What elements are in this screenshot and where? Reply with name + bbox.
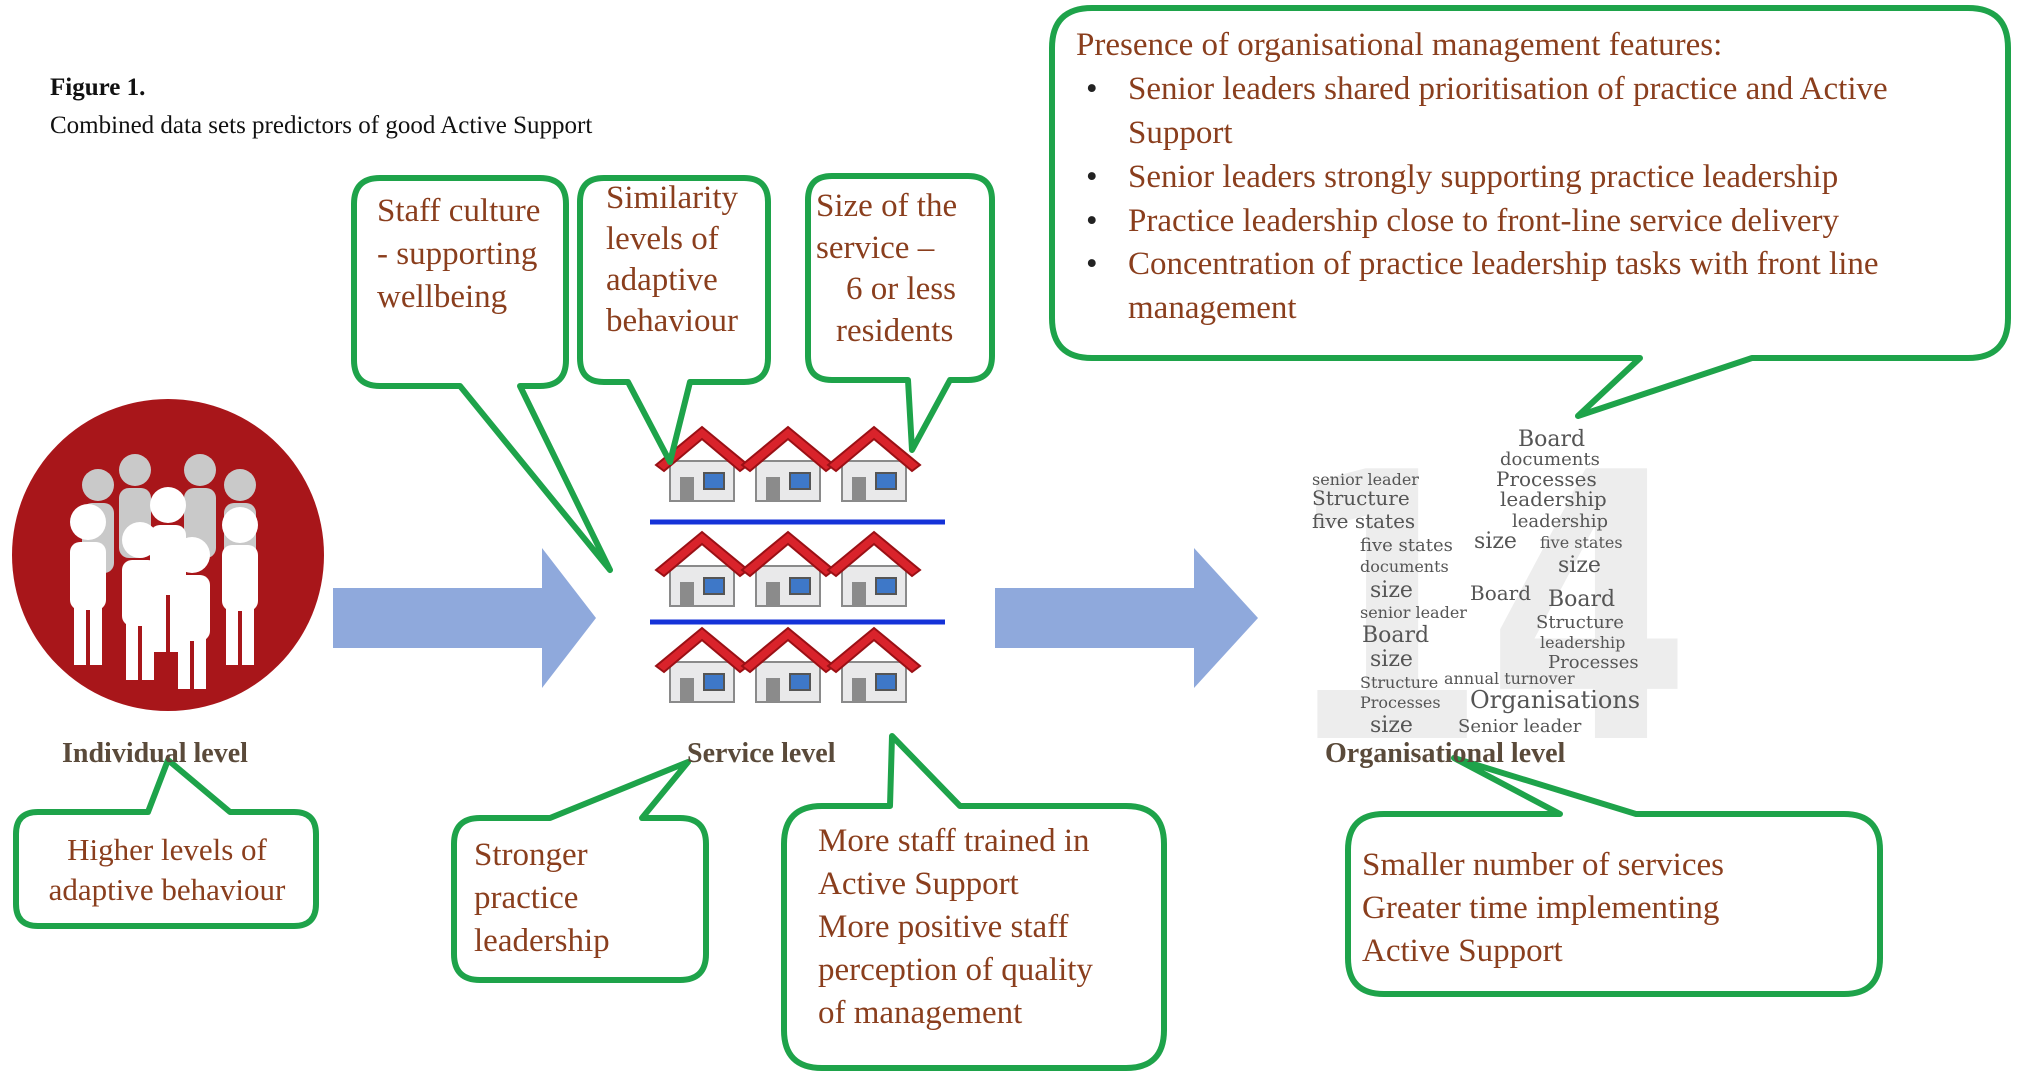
callout-staff-trained — [781, 733, 1167, 1071]
svg-text:leadership: leadership — [1540, 633, 1625, 652]
svg-text:Structure: Structure — [1536, 612, 1624, 633]
svg-text:leadership: leadership — [1500, 487, 1607, 511]
organisational-features-text: Presence of organisational management fe… — [1076, 24, 1976, 331]
svg-text:size: size — [1474, 529, 1517, 554]
svg-text:size: size — [1558, 553, 1601, 578]
service-level-label: Service level — [687, 738, 836, 769]
callout-adaptive-behaviour — [13, 757, 319, 929]
individual-people-icon — [12, 399, 324, 711]
svg-text:Structure: Structure — [1312, 486, 1410, 510]
organisational-features-list: Senior leaders shared prioritisation of … — [1076, 68, 1976, 331]
practice-leadership-text: Stronger practice leadership — [474, 837, 610, 959]
word-cloud-digits: 14 — [1283, 396, 1691, 826]
svg-text:size: size — [1370, 578, 1413, 603]
svg-text:Structure: Structure — [1360, 673, 1438, 692]
callout-practice-leadership — [451, 759, 709, 983]
svg-text:senior leader: senior leader — [1312, 470, 1419, 489]
size-text: Size of the service – 6 or less resident… — [816, 188, 958, 349]
organisational-features-heading: Presence of organisational management fe… — [1076, 27, 1723, 63]
svg-text:five states: five states — [1360, 535, 1453, 556]
organisational-feature-item: Practice leadership close to front-line … — [1076, 200, 1976, 244]
svg-text:size: size — [1370, 647, 1413, 672]
organisational-feature-item: Concentration of practice leadership tas… — [1076, 243, 1976, 331]
svg-text:documents: documents — [1360, 557, 1449, 576]
svg-text:Board: Board — [1470, 581, 1531, 605]
svg-text:size: size — [1370, 713, 1413, 738]
services-text: Smaller number of services Greater time … — [1362, 847, 1724, 969]
arrow-service-to-organisational — [995, 548, 1258, 688]
svg-text:annual turnover: annual turnover — [1444, 669, 1575, 688]
adaptive-behaviour-text: Higher levels of adaptive behaviour — [48, 832, 286, 907]
callout-similarity — [577, 175, 771, 465]
svg-text:Board: Board — [1548, 587, 1615, 612]
svg-text:senior leader: senior leader — [1360, 603, 1467, 622]
callout-staff-culture — [351, 175, 613, 573]
svg-text:leadership: leadership — [1512, 511, 1608, 532]
word-cloud-14: 14 senior leader Structure five states f… — [1283, 396, 1691, 826]
svg-text:Board: Board — [1362, 623, 1429, 648]
organisational-feature-item: Senior leaders shared prioritisation of … — [1076, 68, 1976, 156]
svg-text:Processes: Processes — [1496, 467, 1597, 491]
svg-text:Senior leader: Senior leader — [1458, 716, 1582, 737]
svg-text:five states: five states — [1540, 533, 1623, 552]
svg-text:Organisations: Organisations — [1470, 686, 1640, 714]
arrow-individual-to-service — [333, 548, 596, 688]
staff-trained-text: More staff trained in Active Support Mor… — [818, 823, 1093, 1031]
figure-title: Figure 1. — [50, 74, 146, 101]
svg-text:Processes: Processes — [1360, 693, 1441, 712]
similarity-text: Similarity levels of adaptive behaviour — [606, 180, 738, 339]
organisational-feature-item: Senior leaders strongly supporting pract… — [1076, 156, 1976, 200]
figure-subtitle: Combined data sets predictors of good Ac… — [50, 112, 593, 139]
svg-text:five states: five states — [1312, 509, 1415, 533]
svg-text:Processes: Processes — [1548, 652, 1639, 673]
houses-icon — [650, 426, 945, 703]
svg-text:documents: documents — [1500, 449, 1600, 470]
organisational-level-label: Organisational level — [1325, 738, 1566, 769]
svg-text:Board: Board — [1518, 427, 1585, 452]
individual-level-label: Individual level — [62, 738, 248, 769]
callout-services — [1345, 755, 1883, 997]
staff-culture-text: Staff culture - supporting wellbeing — [377, 193, 541, 315]
callout-size — [805, 173, 995, 453]
